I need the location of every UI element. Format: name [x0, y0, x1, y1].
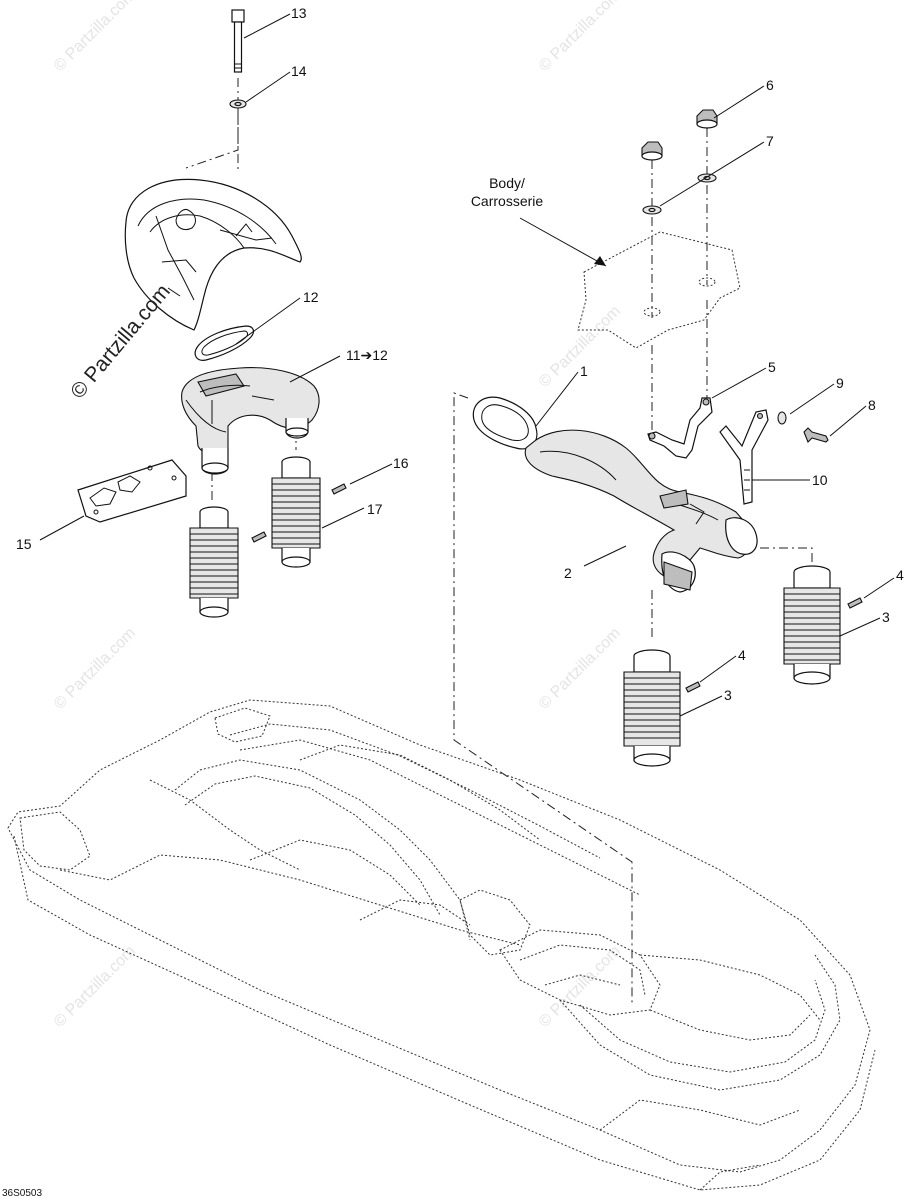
- assembly-lines: [185, 78, 813, 1005]
- watermark-text: © Partzilla.com: [536, 0, 624, 75]
- callout-4-upper: 4: [896, 567, 904, 583]
- screw-part-4-lower: [685, 681, 701, 693]
- air-intake-tube-part-2: [524, 429, 758, 593]
- callout-9: 9: [836, 375, 844, 391]
- seal-part-1: [472, 396, 538, 450]
- washer-part-9: [777, 411, 787, 425]
- bellows-part-17: [271, 456, 321, 568]
- watermarks: © Partzilla.com © Partzilla.com © Partzi…: [51, 0, 624, 1031]
- callout-14: 14: [291, 63, 307, 79]
- callout-10: 10: [812, 472, 828, 488]
- body-panel-outline: [577, 231, 741, 349]
- callout-17: 17: [367, 501, 383, 517]
- bracket-part-10: [719, 409, 769, 505]
- callout-11: 11➔12: [346, 347, 388, 363]
- callout-leader-lines: [39, 13, 895, 717]
- callout-labels: 13 14 12 11➔12 16 17 15 6 7 1 5 9 8 10 2…: [16, 5, 904, 703]
- callout-7: 7: [766, 133, 774, 149]
- rivet-part-8: [803, 427, 829, 443]
- callout-12: 12: [303, 289, 319, 305]
- body-label: Body/ Carrosserie: [471, 175, 544, 209]
- bellows-part-left: [189, 506, 239, 618]
- plate-part-15: [77, 459, 187, 523]
- gasket-part-12: [194, 325, 255, 361]
- body-label-line-1: Body/: [489, 175, 525, 191]
- body-label-line-2: Carrosserie: [471, 193, 544, 209]
- watermark-text: © Partzilla.com: [51, 0, 139, 75]
- air-intake-adaptor-part-11: [181, 367, 320, 475]
- watermark-text: © Partzilla.com: [51, 943, 139, 1031]
- bracket-part-5: [647, 397, 713, 459]
- watermark-text: © Partzilla.com: [536, 943, 624, 1031]
- partzilla-overlay-watermark: © Partzilla.com: [66, 280, 175, 403]
- bellows-part-3-upper: [783, 565, 841, 685]
- callout-3-lower: 3: [724, 687, 732, 703]
- bolt-part-13: [231, 9, 245, 73]
- diagram-code: 36S0503: [2, 1188, 42, 1199]
- callout-8: 8: [868, 397, 876, 413]
- callout-2: 2: [564, 565, 572, 581]
- screw-part-4-upper: [847, 597, 863, 609]
- callout-15: 15: [16, 536, 32, 552]
- screw-part-16: [331, 483, 347, 495]
- washer-part-14: [229, 99, 247, 109]
- nut-part-6: [641, 109, 718, 161]
- air-intake-cover-part: [124, 178, 302, 331]
- watermark-text: © Partzilla.com: [51, 625, 139, 713]
- callout-5: 5: [768, 359, 776, 375]
- screw-part-left-bellows: [251, 531, 267, 543]
- callout-1: 1: [580, 363, 588, 379]
- watermark-text: © Partzilla.com: [536, 625, 624, 713]
- callout-4-lower: 4: [738, 647, 746, 663]
- callout-3-upper: 3: [882, 609, 890, 625]
- watercraft-hull-outline: [7, 699, 876, 1191]
- callout-16: 16: [393, 455, 409, 471]
- callout-6: 6: [766, 77, 774, 93]
- callout-13: 13: [291, 5, 307, 21]
- bellows-part-3-lower: [623, 649, 681, 767]
